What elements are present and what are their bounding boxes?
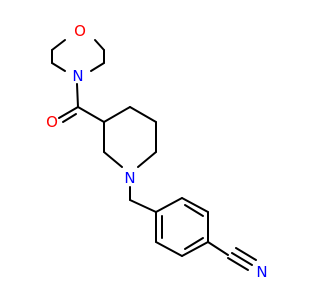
bond	[58, 106, 79, 119]
molecule-structure: O N O N N	[46, 22, 268, 281]
morpholine-nitrogen-label: N	[72, 67, 83, 85]
bond	[77, 106, 105, 123]
bond	[62, 113, 77, 123]
bond	[76, 83, 79, 108]
bonds	[51, 39, 257, 271]
bond	[235, 247, 257, 261]
bond	[51, 62, 66, 72]
bond	[207, 241, 229, 256]
bond	[181, 241, 209, 257]
carbonyl-oxygen-label: O	[46, 113, 58, 131]
bond	[129, 199, 157, 213]
bond	[90, 62, 105, 72]
bond	[227, 257, 249, 271]
bond	[181, 197, 209, 213]
bond	[129, 106, 157, 123]
bond	[103, 151, 123, 168]
bond	[184, 204, 204, 217]
bond	[155, 241, 183, 257]
nitrile-nitrogen-label: N	[256, 263, 267, 281]
bond	[94, 39, 105, 51]
bond	[51, 39, 66, 51]
bond	[231, 252, 253, 266]
bond	[103, 106, 131, 123]
piperidine-nitrogen-label: N	[124, 169, 135, 187]
bond	[184, 237, 204, 250]
bond	[155, 197, 183, 213]
bond	[137, 151, 157, 168]
morpholine-oxygen-label: O	[74, 22, 86, 40]
